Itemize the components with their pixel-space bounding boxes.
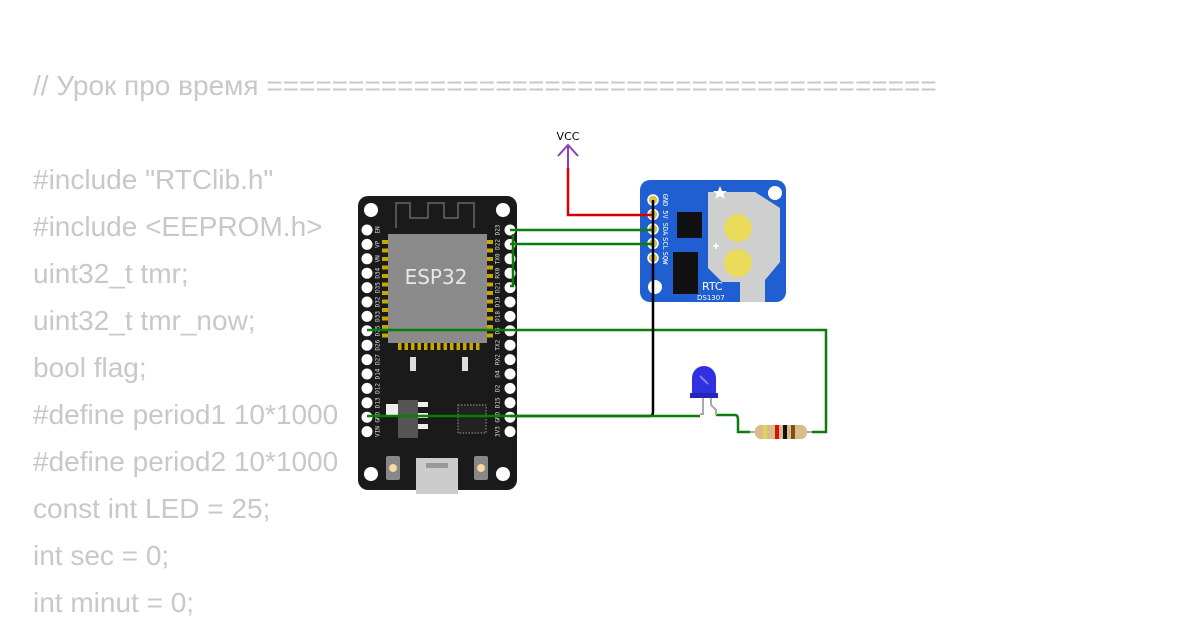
pin-label: TX0: [495, 253, 502, 264]
pin-label: D19: [495, 296, 502, 307]
pin-vn[interactable]: [361, 253, 373, 265]
pin-vin[interactable]: [361, 426, 373, 438]
pin-d4[interactable]: [504, 368, 516, 380]
vcc-terminal: VCC: [557, 130, 580, 168]
pin-d19[interactable]: [504, 296, 516, 308]
rtc-pin-label: SCL: [661, 237, 669, 250]
pin-label: VIN: [375, 426, 382, 437]
pin-label: D18: [495, 311, 502, 322]
code-line: #define period2 10*1000: [33, 446, 339, 477]
pin-d15[interactable]: [504, 397, 516, 409]
vcc-label: VCC: [557, 130, 580, 143]
rtc-pin-label: 5V: [661, 210, 669, 219]
pin-d33[interactable]: [361, 310, 373, 322]
regulator: [398, 400, 418, 438]
esp32-board[interactable]: ESP32 ENVPVND34D35D32D33D25D26D27D14D12D…: [358, 196, 517, 494]
star-logo-icon: [713, 186, 727, 199]
code-line: const int LED = 25;: [33, 493, 271, 524]
pin-d2[interactable]: [504, 382, 516, 394]
pin-label: D33: [375, 311, 382, 322]
code-line: // Урок про время ======================…: [33, 70, 937, 101]
pin-label: RX0: [495, 267, 502, 278]
pin-label: D13: [375, 397, 382, 408]
pin-label: D32: [375, 296, 382, 307]
pin-vp[interactable]: [361, 238, 373, 250]
rtc-pin-label: SDA: [661, 223, 669, 236]
pin-label: 3V3: [495, 426, 502, 437]
pin-d13[interactable]: [361, 397, 373, 409]
pin-label: TX2: [495, 339, 502, 350]
pin-label: D27: [375, 354, 382, 365]
wire-gnd-rtc[interactable]: [510, 200, 655, 418]
pin-label: D14: [375, 368, 382, 379]
pin-label: D35: [375, 282, 382, 293]
battery-holder: [708, 192, 780, 302]
esp32-label: ESP32: [405, 265, 468, 289]
pin-label: D26: [375, 339, 382, 350]
esp32-chip: [388, 234, 487, 343]
pin-label: D21: [495, 282, 502, 293]
pin-d35[interactable]: [361, 282, 373, 294]
pin-d14[interactable]: [361, 368, 373, 380]
pin-d18[interactable]: [504, 310, 516, 322]
led-blue[interactable]: [690, 366, 718, 415]
rtc-pin-label: SQW: [661, 252, 669, 265]
pin-label: VN: [375, 255, 382, 263]
pin-label: RX2: [495, 354, 502, 365]
wire-d21[interactable]: [510, 234, 515, 288]
wire-vcc-5v[interactable]: [566, 168, 653, 217]
code-line: int minut = 0;: [33, 587, 195, 618]
pin-label: D22: [495, 239, 502, 250]
code-background: // Урок про время ======================…: [33, 62, 937, 626]
pin-rx2[interactable]: [504, 354, 516, 366]
code-line: uint32_t tmr;: [33, 258, 189, 289]
pin-d12[interactable]: [361, 382, 373, 394]
code-line: #include "RTClib.h": [33, 164, 274, 195]
pin-d34[interactable]: [361, 267, 373, 279]
code-line: #define period1 10*1000: [33, 399, 339, 430]
pin-tx2[interactable]: [504, 339, 516, 351]
pin-label: EN: [375, 226, 382, 234]
vcc-arrow-icon: [557, 143, 579, 168]
code-line: bool flag;: [33, 352, 147, 383]
code-line: #include <EEPROM.h>: [33, 211, 323, 242]
pin-d26[interactable]: [361, 339, 373, 351]
rtc-title: RTC: [702, 280, 723, 293]
pin-label: VP: [375, 240, 382, 248]
resistor[interactable]: [750, 425, 812, 439]
pin-3v3[interactable]: [504, 426, 516, 438]
rtc-pin-label: GND: [661, 194, 669, 207]
pin-label: D4: [495, 370, 502, 378]
wire-led-resistor[interactable]: [716, 413, 750, 434]
rtc-model: DS1307: [697, 294, 725, 302]
pin-en[interactable]: [361, 224, 373, 236]
code-line: int sec = 0;: [33, 540, 170, 571]
pin-label: D2: [495, 384, 502, 392]
pin-label: D23: [495, 224, 502, 235]
pin-d32[interactable]: [361, 296, 373, 308]
pin-label: D34: [375, 267, 382, 278]
wire-d25-resistor[interactable]: [367, 328, 828, 434]
pin-d27[interactable]: [361, 354, 373, 366]
code-line: uint32_t tmr_now;: [33, 305, 256, 336]
pin-label: D15: [495, 397, 502, 408]
pin-label: D12: [375, 383, 382, 394]
